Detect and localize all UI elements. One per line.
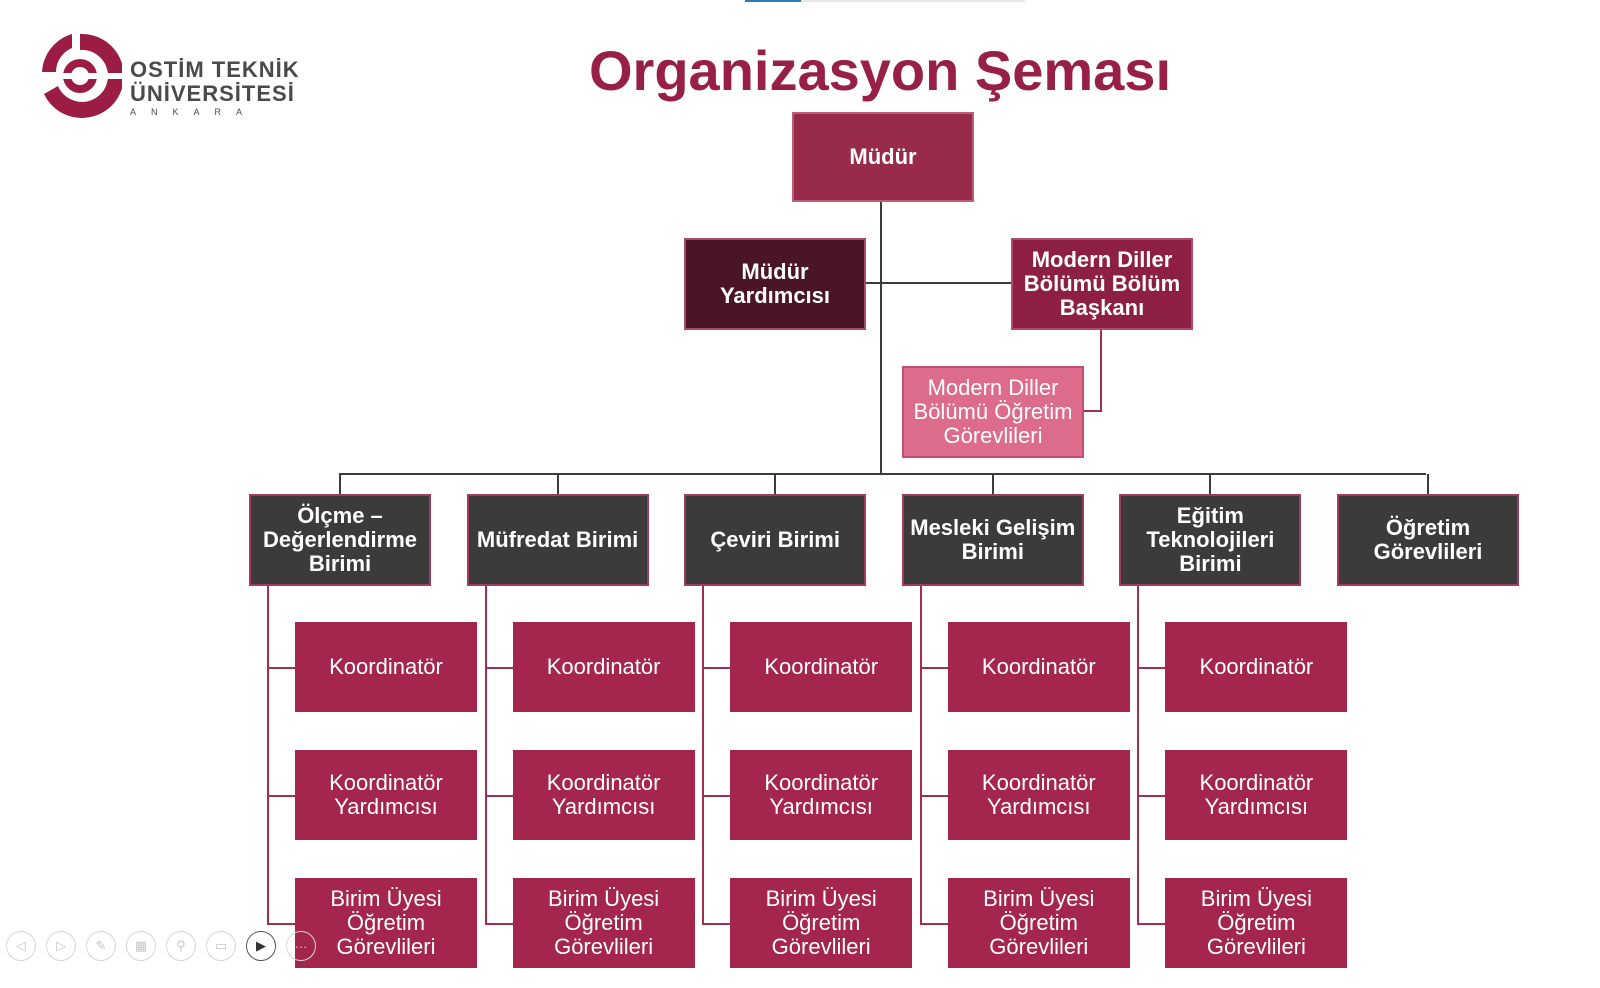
- unit-box-egitim-teknolojileri-birimi: Eğitim Teknolojileri Birimi: [1119, 494, 1302, 586]
- previous-icon[interactable]: ◁: [6, 931, 36, 961]
- sub-label: Koordinatör Yardımcısı: [546, 770, 661, 819]
- director-box: Müdür: [792, 112, 974, 202]
- connector-unit-drop: [1209, 474, 1212, 494]
- sub-box-koordinator-yardimcisi: Koordinatör Yardımcısı: [947, 750, 1130, 840]
- page-title: Organizasyon Şeması: [588, 39, 1171, 102]
- department-head-box: Modern Diller Bölümü Bölüm Başkanı: [1011, 238, 1193, 330]
- university-logo-icon: [38, 33, 122, 118]
- slide-top-accent: [745, 0, 1025, 2]
- connector-sub-horizontal: [1137, 923, 1166, 925]
- unit-box-ceviri-birimi: Çeviri Birimi: [684, 494, 867, 586]
- connector-head-lecturers: [1084, 410, 1102, 412]
- connector-sub-vertical: [919, 586, 922, 924]
- connector-sub-horizontal: [919, 795, 948, 797]
- connector-unit-drop: [556, 474, 559, 494]
- sub-box-koordinator-yardimcisi: Koordinatör Yardımcısı: [1165, 750, 1348, 840]
- sub-label: Koordinatör Yardımcısı: [1199, 770, 1314, 819]
- unit-box-mufredat-birimi: Müfredat Birimi: [466, 494, 649, 586]
- sub-label: Koordinatör: [764, 654, 879, 679]
- presentation-toolbar: ◁ ▷ ✎ ▦ ⚲ ▭ ▶ ···: [6, 931, 316, 961]
- more-icon[interactable]: ···: [286, 931, 316, 961]
- sub-label: Birim Üyesi Öğretim Görevlileri: [330, 886, 442, 959]
- logo-text-line3: ANKARA: [130, 107, 258, 117]
- sub-label: Birim Üyesi Öğretim Görevlileri: [983, 886, 1095, 959]
- connector-sub-vertical: [484, 586, 487, 924]
- sub-label: Koordinatör: [1199, 654, 1314, 679]
- unit-label: Eğitim Teknolojileri Birimi: [1146, 503, 1275, 576]
- sub-box-birim-uyesi-ogretim-gorevlileri: Birim Üyesi Öğretim Görevlileri: [730, 878, 913, 968]
- connector-sub-horizontal: [484, 923, 513, 925]
- unit-label: Çeviri Birimi: [710, 527, 840, 552]
- sub-box-koordinator: Koordinatör: [947, 622, 1130, 712]
- connector-sub-vertical: [702, 586, 705, 924]
- connector-units-bus: [339, 473, 1426, 475]
- logo-text-line2: ÜNİVERSİTESİ: [130, 81, 295, 106]
- sub-label: Koordinatör Yardımcısı: [764, 770, 879, 819]
- sub-box-birim-uyesi-ogretim-gorevlileri: Birim Üyesi Öğretim Görevlileri: [512, 878, 695, 968]
- connector-sub-horizontal: [267, 923, 295, 925]
- sub-box-birim-uyesi-ogretim-gorevlileri: Birim Üyesi Öğretim Görevlileri: [295, 878, 477, 968]
- sub-box-koordinator-yardimcisi: Koordinatör Yardımcısı: [730, 750, 913, 840]
- sub-label: Birim Üyesi Öğretim Görevlileri: [1200, 886, 1312, 959]
- connector-sub-vertical: [1137, 586, 1140, 924]
- sub-label: Koordinatör: [981, 654, 1096, 679]
- assistant-director-label: Müdür Yardımcısı: [719, 259, 831, 308]
- connector-unit-drop: [1427, 474, 1429, 494]
- university-logo: OSTİM TEKNİK ÜNİVERSİTESİ ANKARA: [38, 30, 308, 125]
- connector-assistant-head: [864, 282, 1012, 284]
- logo-text-line1: OSTİM TEKNİK: [130, 57, 300, 82]
- sub-label: Koordinatör Yardımcısı: [981, 770, 1096, 819]
- connector-sub-horizontal: [919, 923, 948, 925]
- pen-icon[interactable]: ✎: [86, 931, 116, 961]
- sub-box-birim-uyesi-ogretim-gorevlileri: Birim Üyesi Öğretim Görevlileri: [1165, 878, 1348, 968]
- zoom-icon[interactable]: ⚲: [166, 931, 196, 961]
- department-lecturers-label: Modern Diller Bölümü Öğretim Görevlileri: [913, 375, 1073, 448]
- sub-box-birim-uyesi-ogretim-gorevlileri: Birim Üyesi Öğretim Görevlileri: [947, 878, 1130, 968]
- sub-box-koordinator: Koordinatör: [295, 622, 477, 712]
- sub-box-koordinator-yardimcisi: Koordinatör Yardımcısı: [512, 750, 695, 840]
- sub-box-koordinator-yardimcisi: Koordinatör Yardımcısı: [295, 750, 477, 840]
- connector-sub-horizontal: [267, 667, 295, 669]
- camera-icon[interactable]: ▶: [246, 931, 276, 961]
- connector-sub-horizontal: [1137, 667, 1166, 669]
- sub-label: Birim Üyesi Öğretim Görevlileri: [765, 886, 877, 959]
- connector-sub-horizontal: [484, 795, 513, 797]
- sub-label: Koordinatör Yardımcısı: [329, 770, 443, 819]
- connector-unit-drop: [774, 474, 777, 494]
- connector-sub-horizontal: [1137, 795, 1166, 797]
- connector-unit-drop: [991, 474, 994, 494]
- sub-box-koordinator: Koordinatör: [1165, 622, 1348, 712]
- unit-label: Mesleki Gelişim Birimi: [910, 515, 1076, 564]
- unit-label: Ölçme – Değerlendirme Birimi: [262, 503, 418, 576]
- connector-sub-horizontal: [919, 667, 948, 669]
- unit-label: Öğretim Görevlileri: [1373, 515, 1483, 564]
- unit-box-olcme-degerlendirme-birimi: Ölçme – Değerlendirme Birimi: [249, 494, 431, 586]
- connector-sub-horizontal: [702, 667, 731, 669]
- subtitles-icon[interactable]: ▭: [206, 931, 236, 961]
- unit-label: Müfredat Birimi: [476, 527, 639, 552]
- sub-label: Koordinatör: [546, 654, 661, 679]
- connector-sub-horizontal: [702, 795, 731, 797]
- department-lecturers-box: Modern Diller Bölümü Öğretim Görevlileri: [902, 366, 1084, 458]
- next-icon[interactable]: ▷: [46, 931, 76, 961]
- connector-unit-drop: [339, 474, 341, 494]
- unit-box-mesleki-gelisim-birimi: Mesleki Gelişim Birimi: [901, 494, 1084, 586]
- unit-box-ogretim-gorevlileri: Öğretim Görevlileri: [1337, 494, 1519, 586]
- sub-box-koordinator: Koordinatör: [730, 622, 913, 712]
- assistant-director-box: Müdür Yardımcısı: [684, 238, 866, 330]
- connector-sub-horizontal: [702, 923, 731, 925]
- connector-sub-vertical: [267, 586, 269, 924]
- sub-label: Birim Üyesi Öğretim Görevlileri: [547, 886, 660, 959]
- connector-head-down: [1100, 330, 1102, 412]
- connector-sub-horizontal: [484, 667, 513, 669]
- sub-box-koordinator: Koordinatör: [512, 622, 695, 712]
- connector-main-trunk: [880, 202, 882, 474]
- department-head-label: Modern Diller Bölümü Bölüm Başkanı: [1023, 247, 1181, 320]
- sub-label: Koordinatör: [329, 654, 443, 679]
- connector-sub-horizontal: [267, 795, 295, 797]
- slides-icon[interactable]: ▦: [126, 931, 156, 961]
- director-label: Müdür: [849, 144, 917, 169]
